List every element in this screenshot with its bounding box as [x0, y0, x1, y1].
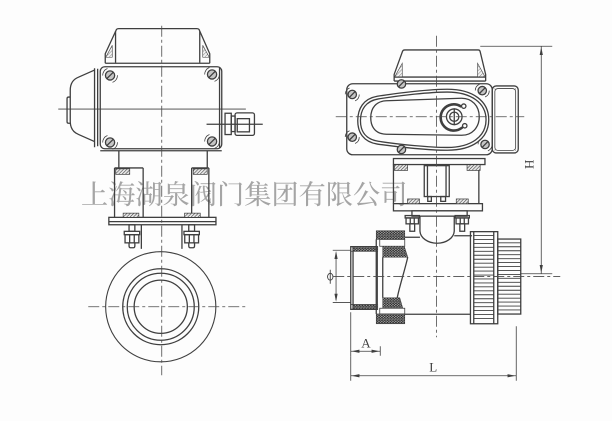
svg-text:L: L: [429, 359, 437, 374]
svg-text:H: H: [521, 160, 536, 169]
svg-text:A: A: [361, 335, 371, 350]
